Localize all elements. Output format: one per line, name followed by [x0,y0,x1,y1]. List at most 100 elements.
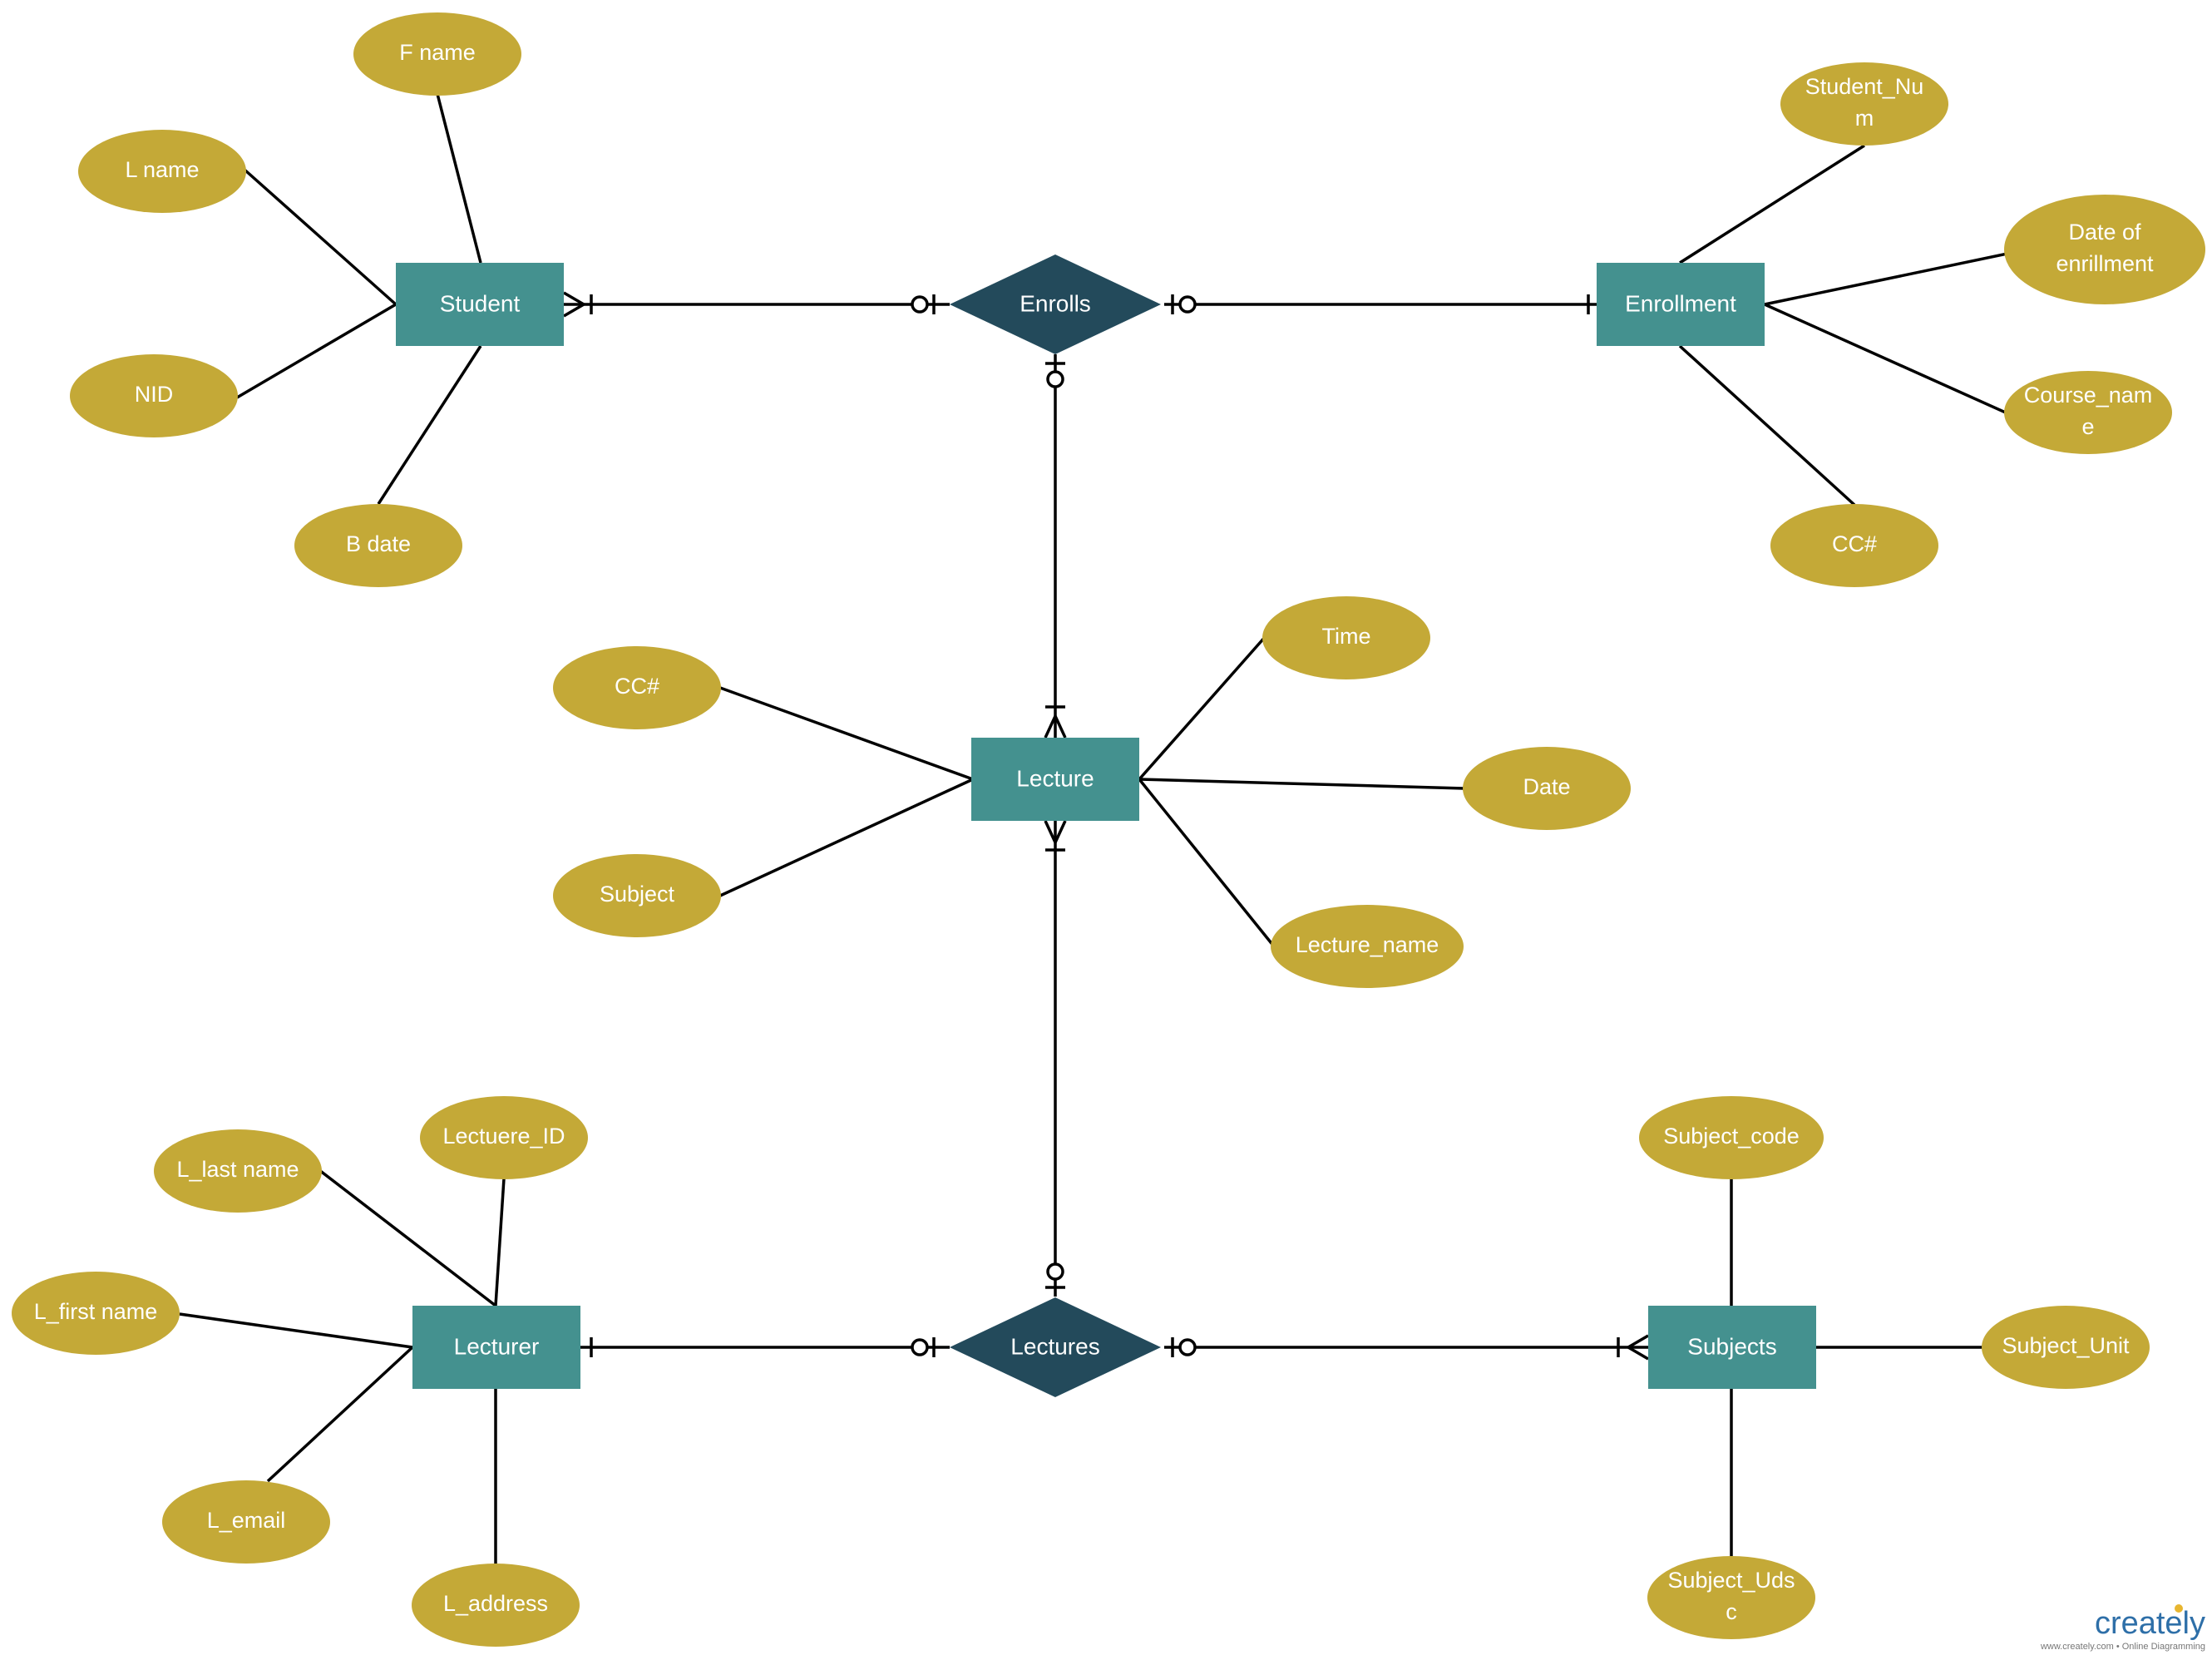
brand-tagline: www.creately.com • Online Diagramming [2040,1642,2205,1652]
attribute-label: B date [346,531,411,556]
attribute-subject[interactable]: Subject [553,854,721,937]
entity-lecture[interactable]: Lecture [971,738,1139,821]
entity-enrollment[interactable]: Enrollment [1597,263,1765,346]
line-enrollment-date [1764,252,2008,306]
crowfoot-zero-circle [1178,1338,1197,1356]
attribute-label-line: Date of [2068,220,2141,245]
attribute-label-line: Lectuere_ID [442,1124,565,1149]
attribute-l-name[interactable]: L name [78,130,246,213]
relationship-enrolls[interactable]: Enrolls [950,254,1161,354]
attribute-label: Date of enrillment [2056,220,2154,276]
attribute-enrollment-cc[interactable]: CC# [1770,504,1938,587]
line-student-fname [436,93,482,264]
attribute-label-line: L name [125,157,199,182]
entity-label: Lecturer [454,1333,540,1359]
line-lecturer-lastname [318,1168,497,1307]
attribute-lines [179,93,2008,1564]
line-lecturer-id [494,1178,506,1307]
relationship-label: Lectures [1010,1333,1099,1359]
attribute-time[interactable]: Time [1262,596,1430,679]
relationship-connectors [563,291,1649,1361]
attribute-label-line: Time [1322,624,1371,649]
attribute-label: Subject_code [1663,1124,1800,1149]
creately-watermark: creately www.creately.com • Online Diagr… [2040,1604,2205,1652]
attribute-date[interactable]: Date [1463,747,1631,830]
attribute-lectuere-id[interactable]: Lectuere_ID [420,1096,588,1179]
crowfoot-zero-circle [911,1338,929,1356]
attribute-date-of-enrollment[interactable]: Date of enrillment [2004,195,2205,304]
line-lecture-time [1138,635,1267,781]
line-student-nid [236,303,397,399]
brand-logo-text: creately [2095,1606,2205,1641]
entity-label: Enrollment [1625,290,1736,316]
attribute-label-line: CC# [615,674,659,699]
attribute-label: CC# [615,674,659,699]
attribute-label: NID [135,382,174,407]
attribute-label-line: e [2081,414,2094,439]
attribute-label: L_last name [176,1157,299,1182]
attribute-nid[interactable]: NID [70,354,238,437]
attribute-label-line: Subject [600,882,675,907]
attribute-subject-unit[interactable]: Subject_Unit [1982,1306,2150,1389]
attribute-label: L_first name [34,1299,158,1324]
line-lecture-cc [719,686,974,781]
line-student-bdate [377,345,482,505]
attribute-label: L_email [207,1508,286,1533]
attribute-label: Subject_Unit [2002,1333,2130,1358]
crowfoot-zero-circle [1046,1262,1064,1281]
attribute-label: CC# [1832,531,1877,556]
attribute-label: Subject [600,882,675,907]
attribute-label-line: Subject_Uds [1667,1568,1795,1593]
attribute-label-line: L_address [443,1591,548,1616]
attribute-l-email[interactable]: L_email [162,1480,330,1564]
line-lecture-date [1138,778,1465,790]
entity-student[interactable]: Student [396,263,564,346]
attribute-b-date[interactable]: B date [294,504,462,587]
attribute-label: Time [1322,624,1371,649]
line-enrollment-studentnum [1679,144,1865,264]
relationship-lectures[interactable]: Lectures [950,1297,1161,1397]
entity-label: Student [440,290,521,316]
attribute-l-first-name[interactable]: L_first name [12,1272,180,1355]
attribute-label: Date [1523,774,1570,799]
line-lecturer-email [266,1346,414,1483]
attribute-subject-code[interactable]: Subject_code [1639,1096,1824,1179]
attribute-l-last-name[interactable]: L_last name [154,1129,322,1213]
attribute-label-line: Subject_code [1663,1124,1800,1149]
attribute-label: L_address [443,1591,548,1616]
line-enrollment-cc [1678,344,1856,506]
entity-subjects[interactable]: Subjects [1648,1306,1816,1389]
attribute-lecture-name[interactable]: Lecture_name [1271,905,1464,988]
attribute-lecture-cc[interactable]: CC# [553,646,721,729]
entity-label: Subjects [1687,1333,1776,1359]
entity-lecturer[interactable]: Lecturer [412,1306,580,1389]
attribute-label: L name [125,157,199,182]
attribute-f-name[interactable]: F name [353,12,521,96]
attribute-label-line: Date [1523,774,1570,799]
attribute-label-line: m [1855,106,1874,131]
attribute-label-line: B date [346,531,411,556]
line-student-lname [243,168,397,306]
attribute-label-line: F name [399,40,476,65]
attribute-l-address[interactable]: L_address [412,1564,580,1647]
attribute-label-line: CC# [1832,531,1877,556]
attribute-label-line: enrillment [2056,251,2154,276]
attribute-label-line: Subject_Unit [2002,1333,2130,1358]
line-lecture-name [1138,778,1276,948]
crowfoot-zero-circle [911,295,929,314]
attribute-label-line: c [1726,1599,1737,1624]
relationship-label: Enrolls [1020,290,1091,316]
attribute-label-line: Course_nam [2024,383,2153,408]
attribute-label-line: L_email [207,1508,286,1533]
line-lecture-subject [719,778,974,897]
attribute-label-line: L_first name [34,1299,158,1324]
attribute-label-line: NID [135,382,174,407]
